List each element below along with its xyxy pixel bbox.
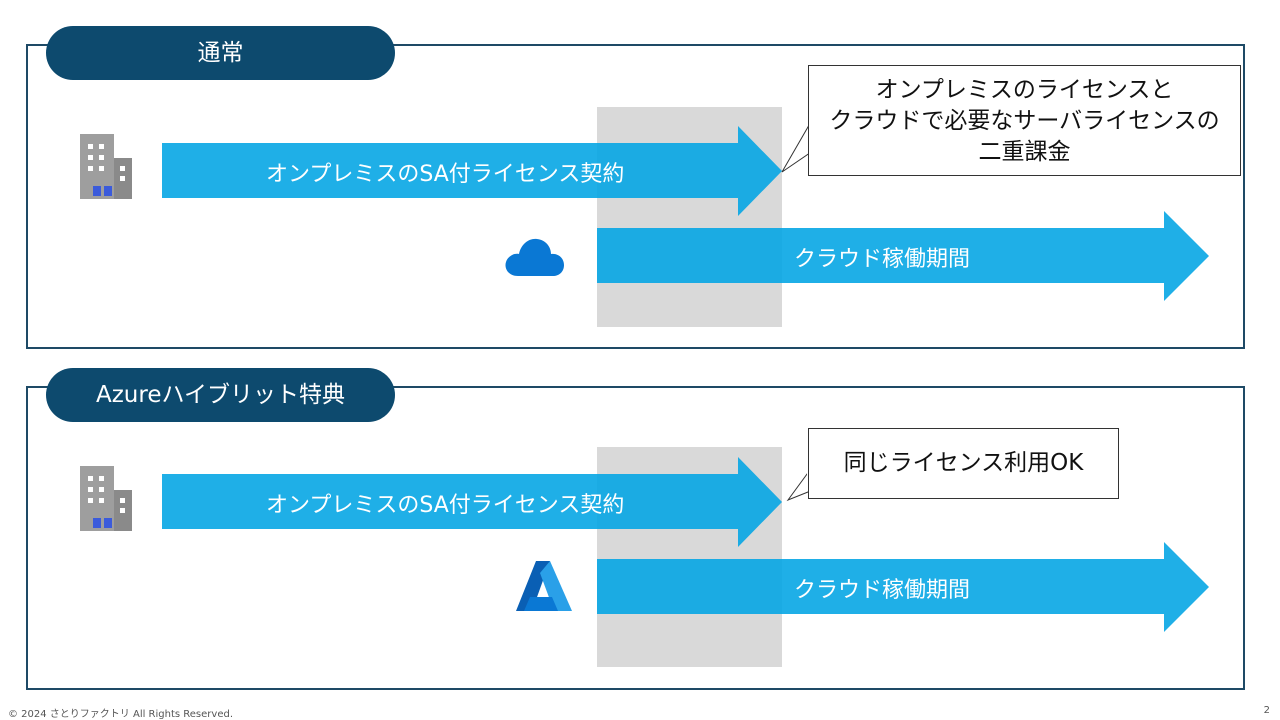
cloud-operation-label: クラウド稼働期間 <box>794 578 971 603</box>
callout-line: 二重課金 <box>978 139 1071 165</box>
callout-line: 同じライセンス利用OK <box>843 450 1084 476</box>
callout-line: オンプレミスのライセンスと <box>875 77 1174 103</box>
building-icon <box>80 466 132 535</box>
double-billing-callout: オンプレミスのライセンスと クラウドで必要なサーバライセンスの 二重課金 <box>808 65 1241 176</box>
azure-logo-icon <box>516 561 572 615</box>
cloud-operation-arrow <box>597 211 1211 301</box>
onprem-contract-label: オンプレミスのSA付ライセンス契約 <box>266 162 625 187</box>
section-hybrid-title: Azureハイブリット特典 <box>46 368 395 422</box>
footer-copyright: © 2024 さとりファクトリ All Rights Reserved. <box>8 709 234 720</box>
building-icon <box>80 134 132 203</box>
onprem-contract-label: オンプレミスのSA付ライセンス契約 <box>266 493 625 518</box>
cloud-operation-label: クラウド稼働期間 <box>794 247 971 272</box>
page-number: 2 <box>1263 705 1270 716</box>
same-license-callout: 同じライセンス利用OK <box>808 428 1119 499</box>
cloud-operation-arrow <box>597 542 1211 632</box>
onprem-contract-arrow <box>162 457 784 547</box>
onprem-contract-arrow <box>162 126 784 216</box>
section-normal-title: 通常 <box>46 26 395 80</box>
callout-line: クラウドで必要なサーバライセンスの <box>829 108 1220 134</box>
cloud-icon <box>504 236 566 282</box>
